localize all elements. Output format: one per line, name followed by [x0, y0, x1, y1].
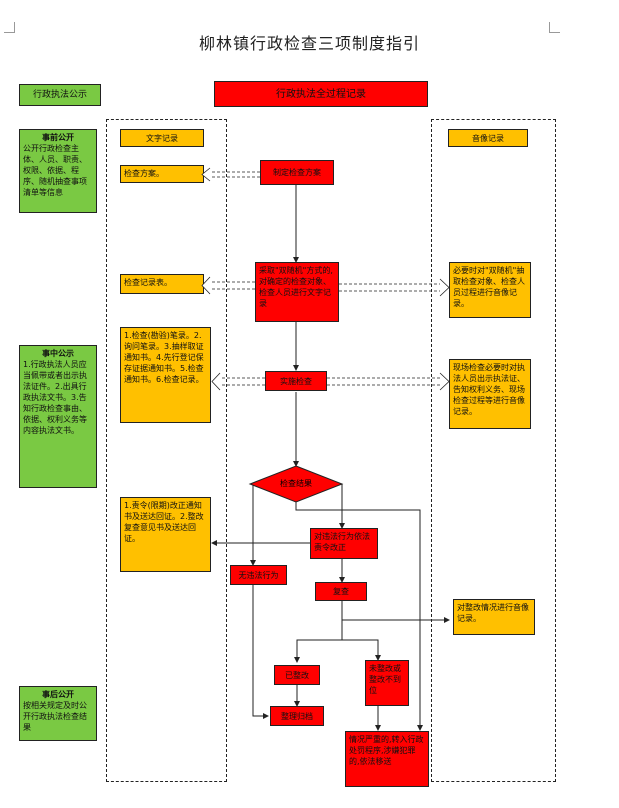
illegal-act-node: 对违法行为依法责令改正 — [310, 528, 378, 559]
before-publicity-title: 事前公开 — [42, 133, 74, 142]
av-record-container — [431, 119, 556, 782]
arrow-no-violation-to-archive — [252, 585, 269, 719]
not-rectified-node: 未整改或整改不到位 — [365, 660, 409, 706]
after-publicity-box: 事后公开 按相关规定及时公开行政执法检查结果 — [19, 686, 97, 741]
rectification-av-record: 对整改情况进行音像记录。 — [453, 599, 535, 635]
before-publicity-body: 公开行政检查主体、人员、职责、权限、依据、程序、随机抽查事项清单等信息 — [23, 144, 87, 197]
after-publicity-body: 按相关规定及时公开行政执法检查结果 — [23, 701, 87, 732]
arrow-review-down — [341, 601, 381, 661]
text-record-label: 文字记录 — [120, 129, 204, 147]
during-publicity-box: 事中公示 1.行政执法人员应当佩带或者出示执法证件。2.出具行政执法文书。3.告… — [19, 345, 97, 488]
no-violation-node: 无违法行为 — [230, 565, 287, 585]
rectified-node: 已整改 — [274, 665, 320, 685]
review-node: 复查 — [315, 582, 367, 601]
page-title: 柳林镇行政检查三项制度指引 — [198, 34, 420, 53]
corner-mark-top-left — [4, 22, 15, 33]
hollow-arrow-check-left — [215, 377, 265, 386]
inspection-record-table: 检查记录表。 — [120, 274, 204, 294]
hollow-arrow-check-right — [327, 377, 443, 386]
inspection-plan-record: 检查方案。 — [120, 165, 204, 183]
onsite-check-node: 实施检查 — [265, 371, 327, 391]
text-record-container — [106, 119, 227, 782]
during-publicity-title: 事中公示 — [42, 349, 74, 358]
rectification-notices: 1.责令(限期)改正通知书及送达回证。2.整改复查意见书及送达回证。 — [120, 497, 211, 572]
hollow-arrow-random-left — [205, 281, 255, 290]
transfer-node: 情况严重的,转入行政处罚程序,涉嫌犯罪的,依法移送 — [345, 731, 429, 787]
hollow-arrow-plan — [205, 171, 260, 178]
result-decision-diamond — [248, 465, 344, 503]
corner-mark-top-right — [549, 22, 560, 33]
before-publicity-box: 事前公开 公开行政检查主体、人员、职责、权限、依据、程序、随机抽查事项清单等信息 — [19, 129, 97, 213]
during-publicity-body: 1.行政执法人员应当佩带或者出示执法证件。2.出具行政执法文书。3.告知行政检查… — [23, 360, 87, 435]
av-record-label: 音像记录 — [448, 129, 528, 147]
make-plan-node: 制定检查方案 — [260, 160, 334, 185]
onsite-check-av-record: 现场检查必要时对执法人员出示执法证、告知权利义务、现场检查过程等进行音像记录。 — [449, 359, 531, 429]
random-selection-node: 采取"双随机"方式的,对确定的检查对象、检查人员进行文字记录 — [255, 262, 339, 322]
hollow-arrow-random-right — [339, 283, 443, 292]
archive-node: 整理归档 — [270, 706, 324, 726]
random-selection-av-record: 必要时对"双随机"抽取检查对象、检查人员过程进行音像记录。 — [449, 262, 531, 318]
enforcement-publicity-header: 行政执法公示 — [19, 84, 101, 106]
result-decision-label: 检查结果 — [280, 479, 312, 488]
after-publicity-title: 事后公开 — [42, 690, 74, 699]
full-process-record-header: 行政执法全过程记录 — [214, 81, 428, 107]
inspection-documents-list: 1.检查(勘验)笔录。2.询问笔录。3.抽样取证通知书。4.先行登记保存证据通知… — [120, 327, 211, 423]
arrow-review-to-rectified — [294, 639, 342, 663]
